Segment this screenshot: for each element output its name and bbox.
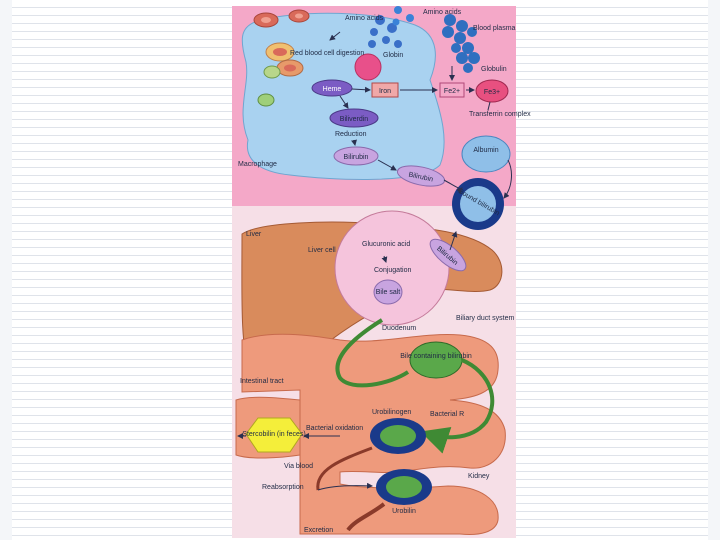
reabsorption-label: Reabsorption — [262, 484, 304, 491]
amino-acids-label: Amino acids — [345, 15, 384, 22]
bile-salt-node — [373, 279, 403, 305]
globulin-label: Globulin — [481, 66, 507, 73]
globin-label: Globin — [383, 52, 403, 59]
duodenum-label: Duodenum — [382, 325, 416, 332]
arrow-bilirubin-transit — [377, 159, 397, 171]
intestinal-tract-label: Intestinal tract — [240, 378, 284, 385]
arrow-albumin-bound — [503, 159, 512, 199]
arrow-reabsorption — [317, 482, 373, 491]
arrow-to-liver — [449, 231, 458, 251]
bile-to-intestine-pathway — [420, 358, 495, 454]
urobilin-ring-inner — [386, 476, 422, 498]
bile-containing-label: Bile containing bilirubin — [400, 353, 472, 360]
globulin-cluster — [451, 42, 480, 73]
heme-node — [311, 79, 353, 97]
digestion-vesicle — [263, 65, 281, 79]
albumin-node — [461, 135, 511, 173]
amino-acid-dots — [368, 15, 402, 48]
biliverdin-node — [329, 108, 379, 128]
reduction-label: Reduction — [335, 131, 367, 138]
bile-salt-label: Bile salt — [376, 289, 401, 296]
globin-blob — [354, 53, 382, 81]
arrow-reduction — [351, 139, 357, 146]
bilirubin-macrophage-label: Bilirubin — [344, 154, 369, 161]
bilirubin-transit-node — [396, 165, 446, 187]
rbc-digestion-label: Red blood cell digestion — [290, 50, 364, 57]
bilirubin-liver-node — [429, 238, 467, 272]
arrow-amino — [329, 31, 341, 41]
biliary-duct-label: Biliary duct system — [456, 315, 515, 322]
albumin-label: Albumin — [473, 147, 498, 154]
bound-bilirubin-inner — [460, 186, 496, 222]
arrow-heme-biliverdin — [339, 95, 349, 109]
globulin-dots — [442, 14, 477, 44]
kidney-label: Kidney — [468, 473, 490, 480]
reabsorption-path — [316, 446, 373, 491]
digestion-vesicle — [257, 93, 275, 107]
digesting-rbc — [284, 64, 296, 72]
excretion-label: Excretion — [304, 527, 333, 534]
digesting-rbc — [273, 48, 287, 56]
conjugation-label: Conjugation — [374, 267, 411, 274]
arrow-conjugation — [381, 255, 388, 263]
glucuronic-acid-label: Glucuronic acid — [362, 241, 410, 248]
arrow-heme-iron — [351, 86, 371, 93]
biliverdin-label: Biliverdin — [340, 116, 369, 123]
liver-cell-label: Liver cell — [308, 247, 336, 254]
red-blood-cell-center — [261, 17, 271, 23]
fe2-box — [439, 82, 465, 98]
bacterial-oxidation-label: Bacterial oxidation — [306, 425, 363, 432]
fe3-transferrin-node — [475, 79, 509, 103]
macrophage-label: Macrophage — [238, 161, 277, 168]
urobilin-label: Urobilin — [392, 508, 416, 515]
plasma-amino-acids-label: Amino acids — [423, 9, 462, 16]
liver-cell — [334, 210, 450, 326]
fe2-label: Fe2+ — [444, 88, 460, 95]
slide-left-bar — [0, 0, 12, 540]
arrow-transferrin — [487, 101, 491, 111]
slide-right-bar — [708, 0, 720, 540]
iron-label: Iron — [379, 88, 391, 95]
heme-label: Heme — [323, 86, 342, 93]
stercobilin-label: Stercobilin (in feces) — [242, 431, 305, 438]
bile-containing-node — [409, 341, 463, 379]
transferrin-label: Transferrin complex — [469, 111, 531, 118]
red-blood-cell-center — [295, 13, 303, 19]
via-blood-label: Via blood — [284, 463, 313, 470]
bilirubin-macrophage-node — [333, 146, 379, 166]
excretion-path — [346, 502, 386, 532]
liver-label: Liver — [246, 231, 262, 238]
bile-pathway — [335, 318, 410, 388]
plasma-amino-acid-dots — [392, 6, 414, 26]
urobilinogen-label: Urobilinogen — [372, 409, 411, 416]
iron-box — [371, 82, 399, 98]
blood-plasma-label: Blood plasma — [473, 25, 516, 32]
bacterial-r-label: Bacterial R — [430, 411, 464, 418]
stercobilin-hexagon — [245, 417, 303, 453]
fe3-label: Fe3+ — [484, 89, 500, 96]
urobilinogen-ring-inner — [380, 425, 416, 447]
arrow-to-bound — [443, 179, 463, 194]
